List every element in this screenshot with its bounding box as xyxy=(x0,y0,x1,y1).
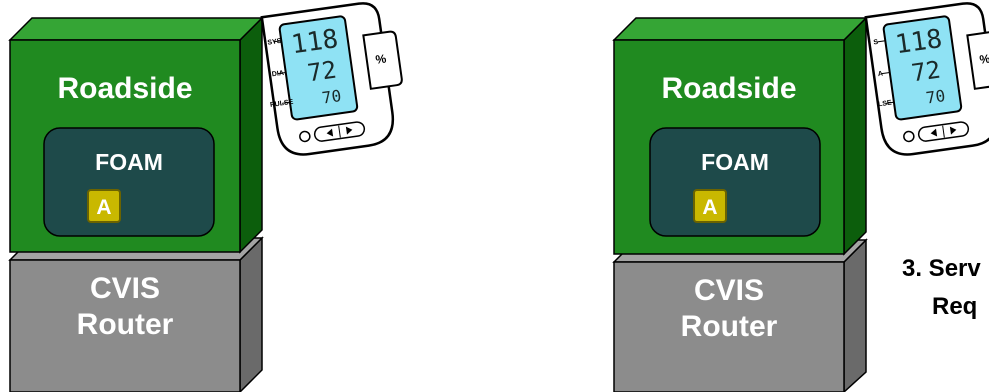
left-router-label-line1: CVIS xyxy=(90,272,160,305)
right-roadside-side xyxy=(843,16,867,256)
right-bp-monitor-icon: % 118 72 70 S A LSE xyxy=(864,2,989,156)
right-monitor-sys-label: S xyxy=(873,39,879,47)
right-router-label-line1: CVIS xyxy=(694,274,764,307)
step-caption-line1: 3. Serv xyxy=(902,255,981,282)
left-app-badge-label: A xyxy=(96,196,111,219)
right-router-side xyxy=(843,238,867,392)
left-foam-box xyxy=(43,127,215,237)
left-monitor-sys-value: 118 xyxy=(289,24,340,60)
right-monitor-pulse-label: LSE xyxy=(878,100,893,109)
right-app-badge-label: A xyxy=(702,196,717,219)
left-monitor-pulse-value: 70 xyxy=(321,86,343,107)
right-foam-box xyxy=(649,127,821,237)
right-roadside-label: Roadside xyxy=(661,72,796,105)
right-app-badge xyxy=(693,189,727,223)
step-caption: 3. Serv Req xyxy=(902,255,981,320)
left-roadside-block: Roadside FOAM A xyxy=(8,16,264,254)
right-stack: CVIS Router Roadside FOAM A % 118 72 70 … xyxy=(612,2,989,392)
right-monitor-sys-value: 118 xyxy=(893,24,944,60)
left-foam-label: FOAM xyxy=(95,149,163,175)
left-monitor-side-button: % xyxy=(375,51,388,66)
right-router-front xyxy=(613,261,845,392)
right-monitor-dia-label: A xyxy=(877,70,883,78)
right-monitor-power-button xyxy=(903,130,915,143)
right-monitor-side-button: % xyxy=(979,51,989,66)
left-monitor-dia-value: 72 xyxy=(306,56,339,88)
right-router-label-line2: Router xyxy=(681,310,778,343)
right-router-block: CVIS Router xyxy=(612,238,868,392)
left-monitor-prev-icon xyxy=(326,128,334,137)
left-monitor-power-button xyxy=(299,130,311,143)
right-monitor-pulse-value: 70 xyxy=(925,86,947,107)
right-roadside-top xyxy=(612,17,868,41)
left-router-front xyxy=(9,259,241,392)
left-monitor-side-tab xyxy=(362,30,403,90)
left-router-block: CVIS Router xyxy=(8,236,264,392)
right-monitor-prev-icon xyxy=(930,128,938,137)
left-roadside-label: Roadside xyxy=(57,72,192,105)
step-caption-line2: Req xyxy=(932,293,977,320)
left-monitor-pulse-label: PULSE xyxy=(270,99,294,109)
left-monitor-next-icon xyxy=(345,126,353,135)
right-foam-label: FOAM xyxy=(701,149,769,175)
left-bp-monitor-icon: % 118 72 70 SYS DIA PULSE xyxy=(260,2,403,156)
left-stack: CVIS Router Roadside FOAM A % 118 72 70 … xyxy=(8,2,403,392)
left-router-side xyxy=(239,236,263,392)
left-roadside-top xyxy=(8,17,264,41)
right-roadside-block: Roadside FOAM A xyxy=(612,16,868,256)
right-monitor-dia-value: 72 xyxy=(910,56,943,88)
left-roadside-side xyxy=(239,16,263,254)
right-monitor-side-tab xyxy=(966,30,989,90)
left-app-badge xyxy=(87,189,121,223)
right-monitor-next-icon xyxy=(949,126,957,135)
left-router-label-line2: Router xyxy=(77,308,174,341)
